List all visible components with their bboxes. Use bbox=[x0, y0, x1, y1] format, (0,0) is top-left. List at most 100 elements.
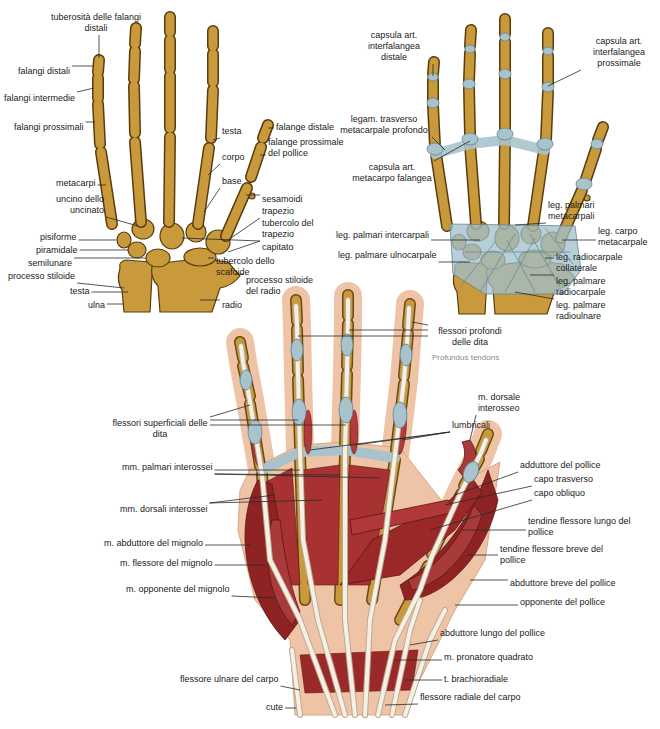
part-label: leg. palmare radioulnare bbox=[556, 300, 628, 322]
leader-line bbox=[412, 322, 428, 325]
part-label: leg. palmari metacarpali bbox=[548, 200, 608, 222]
leader-line bbox=[445, 486, 532, 505]
leader-line bbox=[215, 474, 380, 478]
leader-line bbox=[106, 217, 138, 226]
leader-line bbox=[515, 292, 554, 299]
part-label: lumbricali bbox=[452, 420, 490, 431]
leader-line bbox=[210, 425, 346, 426]
leader-line bbox=[232, 596, 275, 598]
part-label: leg. palmari intercarpali bbox=[336, 230, 429, 241]
leader-line bbox=[431, 240, 480, 241]
part-label: leg. radiocarpale collaterale bbox=[556, 252, 628, 274]
part-label: tubercolo dello scafoide bbox=[216, 256, 280, 278]
leader-line bbox=[210, 405, 250, 417]
leader-line bbox=[455, 472, 518, 495]
leader-line bbox=[439, 262, 470, 263]
part-label: leg. carpo metacarpale bbox=[598, 226, 654, 248]
part-label: flessori profondi delle dita bbox=[430, 326, 510, 348]
leader-line bbox=[86, 122, 95, 123]
part-label: m. flessore del mignolo bbox=[120, 558, 213, 569]
part-label: piramidale bbox=[36, 245, 78, 256]
leader-line bbox=[260, 155, 266, 156]
leader-line bbox=[213, 138, 220, 140]
leader-line bbox=[285, 708, 296, 709]
leader-line bbox=[385, 704, 418, 705]
part-label: corpo bbox=[222, 152, 245, 163]
leader-line bbox=[107, 304, 124, 305]
leader-line bbox=[349, 330, 428, 331]
part-label: leg. palmare ulnocarpale bbox=[338, 250, 437, 261]
part-label: m. dorsale interosseo bbox=[478, 392, 534, 414]
leader-line bbox=[228, 218, 260, 240]
part-label: abduttore lungo del pollice bbox=[440, 628, 545, 639]
part-label: pisiforme bbox=[40, 232, 77, 243]
part-label: uncino dello uncinato bbox=[48, 194, 104, 216]
leader-line bbox=[80, 250, 128, 251]
leader-line bbox=[548, 70, 581, 86]
leader-line bbox=[562, 240, 596, 241]
part-label: tendine flessore breve del pollice bbox=[500, 544, 608, 566]
leader-line bbox=[98, 185, 106, 186]
leader-line bbox=[468, 555, 498, 556]
part-label: flessori superficiali delle dita bbox=[112, 418, 208, 440]
leader-line bbox=[298, 336, 428, 337]
part-label: base bbox=[222, 176, 242, 187]
part-label: testa bbox=[70, 286, 90, 297]
part-label: capo trasverso bbox=[534, 474, 593, 485]
leader-line bbox=[246, 195, 260, 196]
leader-line bbox=[210, 420, 298, 421]
leader-line bbox=[99, 35, 100, 58]
part-label: ulna bbox=[88, 300, 105, 311]
part-label: processo stiloide del radio bbox=[246, 275, 316, 297]
part-label: flessore ulnare del carpo bbox=[180, 674, 279, 685]
part-label: capsula art. interfalangea prossimale bbox=[583, 36, 655, 69]
leader-line bbox=[432, 137, 445, 150]
leader-line bbox=[205, 545, 250, 546]
leader-line bbox=[455, 605, 518, 606]
part-label: m. abduttore del mignolo bbox=[104, 538, 203, 549]
part-label: falangi prossimali bbox=[14, 122, 84, 133]
leader-line bbox=[72, 66, 94, 67]
part-label: opponente del pollice bbox=[520, 597, 605, 608]
part-label: m. pronatore quadrato bbox=[444, 652, 533, 663]
part-label: flessore radiale del carpo bbox=[420, 692, 521, 703]
part-label: processo stiloide bbox=[8, 271, 75, 282]
leader-line bbox=[79, 240, 116, 241]
part-label: capitato bbox=[262, 242, 294, 253]
part-label: cute bbox=[266, 702, 283, 713]
leader-line bbox=[470, 580, 508, 581]
leader-line bbox=[77, 88, 94, 92]
leader-line bbox=[433, 64, 434, 76]
part-label: m. opponente del mignolo bbox=[126, 584, 230, 595]
part-label: Profundus tendons bbox=[432, 352, 499, 363]
leader-line bbox=[410, 640, 438, 645]
part-label: abduttore breve del pollice bbox=[510, 578, 616, 589]
part-label: trapezio bbox=[262, 206, 294, 217]
leader-line bbox=[74, 258, 146, 259]
part-label: semilunare bbox=[28, 258, 72, 269]
leader-line bbox=[204, 188, 220, 212]
part-label: falange prossimale del pollice bbox=[268, 137, 353, 159]
part-label: radio bbox=[222, 300, 242, 311]
part-label: falangi intermedie bbox=[4, 93, 75, 104]
part-label: capo obliquo bbox=[534, 488, 585, 499]
leader-line bbox=[200, 300, 220, 301]
leader-line bbox=[208, 164, 220, 175]
part-label: falange distale bbox=[276, 122, 334, 133]
part-label: t. brachioradiale bbox=[444, 674, 508, 685]
leader-line bbox=[430, 500, 532, 530]
leader-line bbox=[545, 258, 554, 259]
leader-line bbox=[395, 660, 442, 661]
leader-line bbox=[182, 238, 260, 241]
leader-line bbox=[210, 500, 322, 503]
part-label: capsula art. metacarpo falangea bbox=[352, 162, 432, 184]
part-label: legam. trasverso metacarpale profondo bbox=[338, 114, 430, 136]
leader-line bbox=[515, 223, 546, 225]
leader-line bbox=[310, 432, 450, 450]
part-label: falangi distali bbox=[18, 66, 70, 77]
part-label: tendine flessore lungo del pollice bbox=[528, 516, 638, 538]
leader-line bbox=[228, 241, 260, 252]
